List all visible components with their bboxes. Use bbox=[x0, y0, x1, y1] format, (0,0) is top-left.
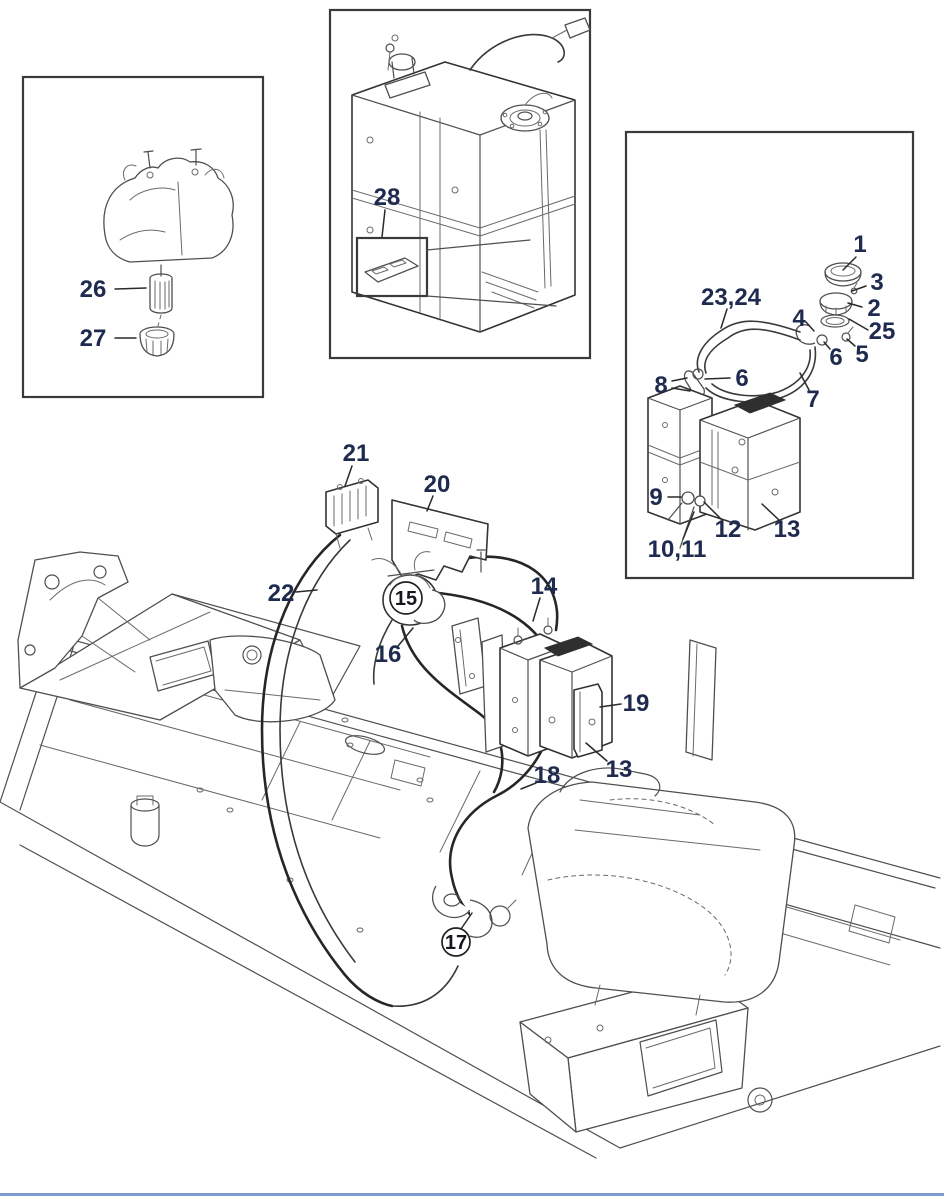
callout-23-24: 23,24 bbox=[701, 284, 762, 311]
callout-2: 2 bbox=[867, 295, 880, 322]
callout-18: 18 bbox=[534, 762, 561, 789]
callout-7: 7 bbox=[806, 386, 819, 413]
inset-fuel-tank-sender bbox=[328, 8, 592, 360]
callout-19: 19 bbox=[623, 690, 650, 717]
bottom-rule bbox=[0, 1193, 944, 1196]
callout-17: 17 bbox=[445, 932, 467, 954]
callout-8: 8 bbox=[654, 372, 667, 399]
callout-26: 26 bbox=[80, 276, 107, 303]
inset-fuel-cap-remote-tank bbox=[624, 130, 915, 580]
callout-4: 4 bbox=[792, 305, 806, 332]
callout-20: 20 bbox=[424, 471, 451, 498]
inset-engine-filter bbox=[21, 75, 265, 399]
callout-17-circle bbox=[441, 927, 471, 957]
callout-10-11: 10,11 bbox=[648, 536, 707, 563]
inset-border bbox=[355, 236, 429, 298]
callout-6-left: 6 bbox=[735, 365, 748, 392]
callout-12: 12 bbox=[715, 516, 742, 543]
callout-25: 25 bbox=[869, 318, 896, 345]
callout-labels: 26 27 28 1 3 2 25 5 6 4 23,24 6 7 8 9 12… bbox=[80, 184, 896, 957]
callout-1: 1 bbox=[853, 231, 866, 258]
callout-5: 5 bbox=[855, 341, 868, 368]
callout-22: 22 bbox=[268, 580, 295, 607]
main-chassis-drawing bbox=[0, 478, 941, 1159]
callout-16: 16 bbox=[375, 641, 402, 668]
leader-lines bbox=[114, 209, 869, 930]
callout-3: 3 bbox=[870, 269, 883, 296]
callout-6-right: 6 bbox=[829, 344, 842, 371]
callout-13-main: 13 bbox=[606, 756, 633, 783]
callout-14: 14 bbox=[531, 573, 558, 600]
callout-15-circle bbox=[389, 581, 423, 615]
inset-border bbox=[21, 75, 265, 399]
callout-9: 9 bbox=[649, 484, 662, 511]
callout-13-inset: 13 bbox=[774, 516, 801, 543]
inset-border bbox=[328, 8, 592, 360]
callout-21: 21 bbox=[343, 440, 370, 467]
callout-27: 27 bbox=[80, 325, 107, 352]
inset-border bbox=[624, 130, 915, 580]
callout-15: 15 bbox=[395, 588, 417, 610]
callout-28: 28 bbox=[374, 184, 401, 211]
